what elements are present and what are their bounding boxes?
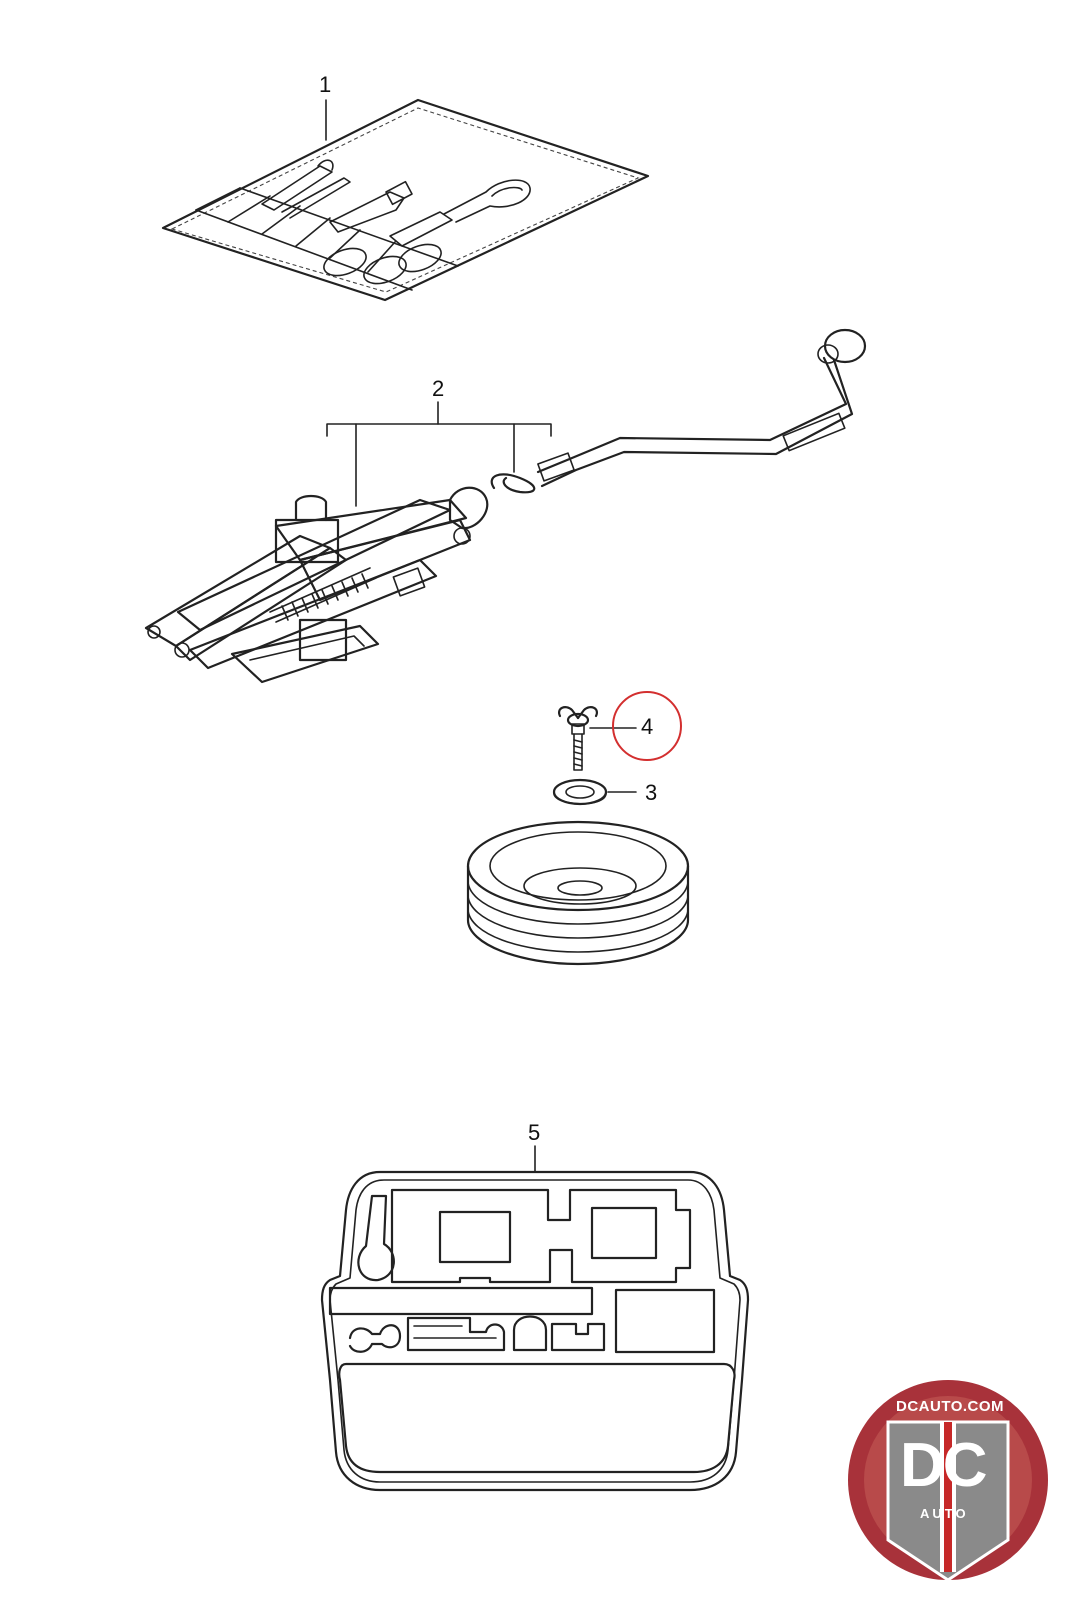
logo-top-text: DCAUTO.COM (896, 1398, 1005, 1415)
callout-3: 3 (645, 780, 658, 805)
washer-icon (552, 778, 637, 806)
callout-2: 2 (432, 376, 445, 401)
spare-wheel-icon (466, 820, 690, 966)
dcauto-logo (848, 1380, 1048, 1582)
wing-bolt-icon (558, 706, 637, 771)
callout-1: 1 (319, 72, 332, 97)
tool-kit-roll-icon (161, 98, 650, 302)
callout-5: 5 (528, 1120, 541, 1145)
callout-4: 4 (641, 714, 654, 739)
foam-storage-tray-icon (320, 1145, 750, 1492)
logo-main-text: DC (900, 1431, 988, 1500)
scissor-jack-with-crank-icon (144, 328, 867, 684)
highlight-circle (612, 691, 682, 761)
logo-sub-text: AUTO (920, 1506, 969, 1521)
